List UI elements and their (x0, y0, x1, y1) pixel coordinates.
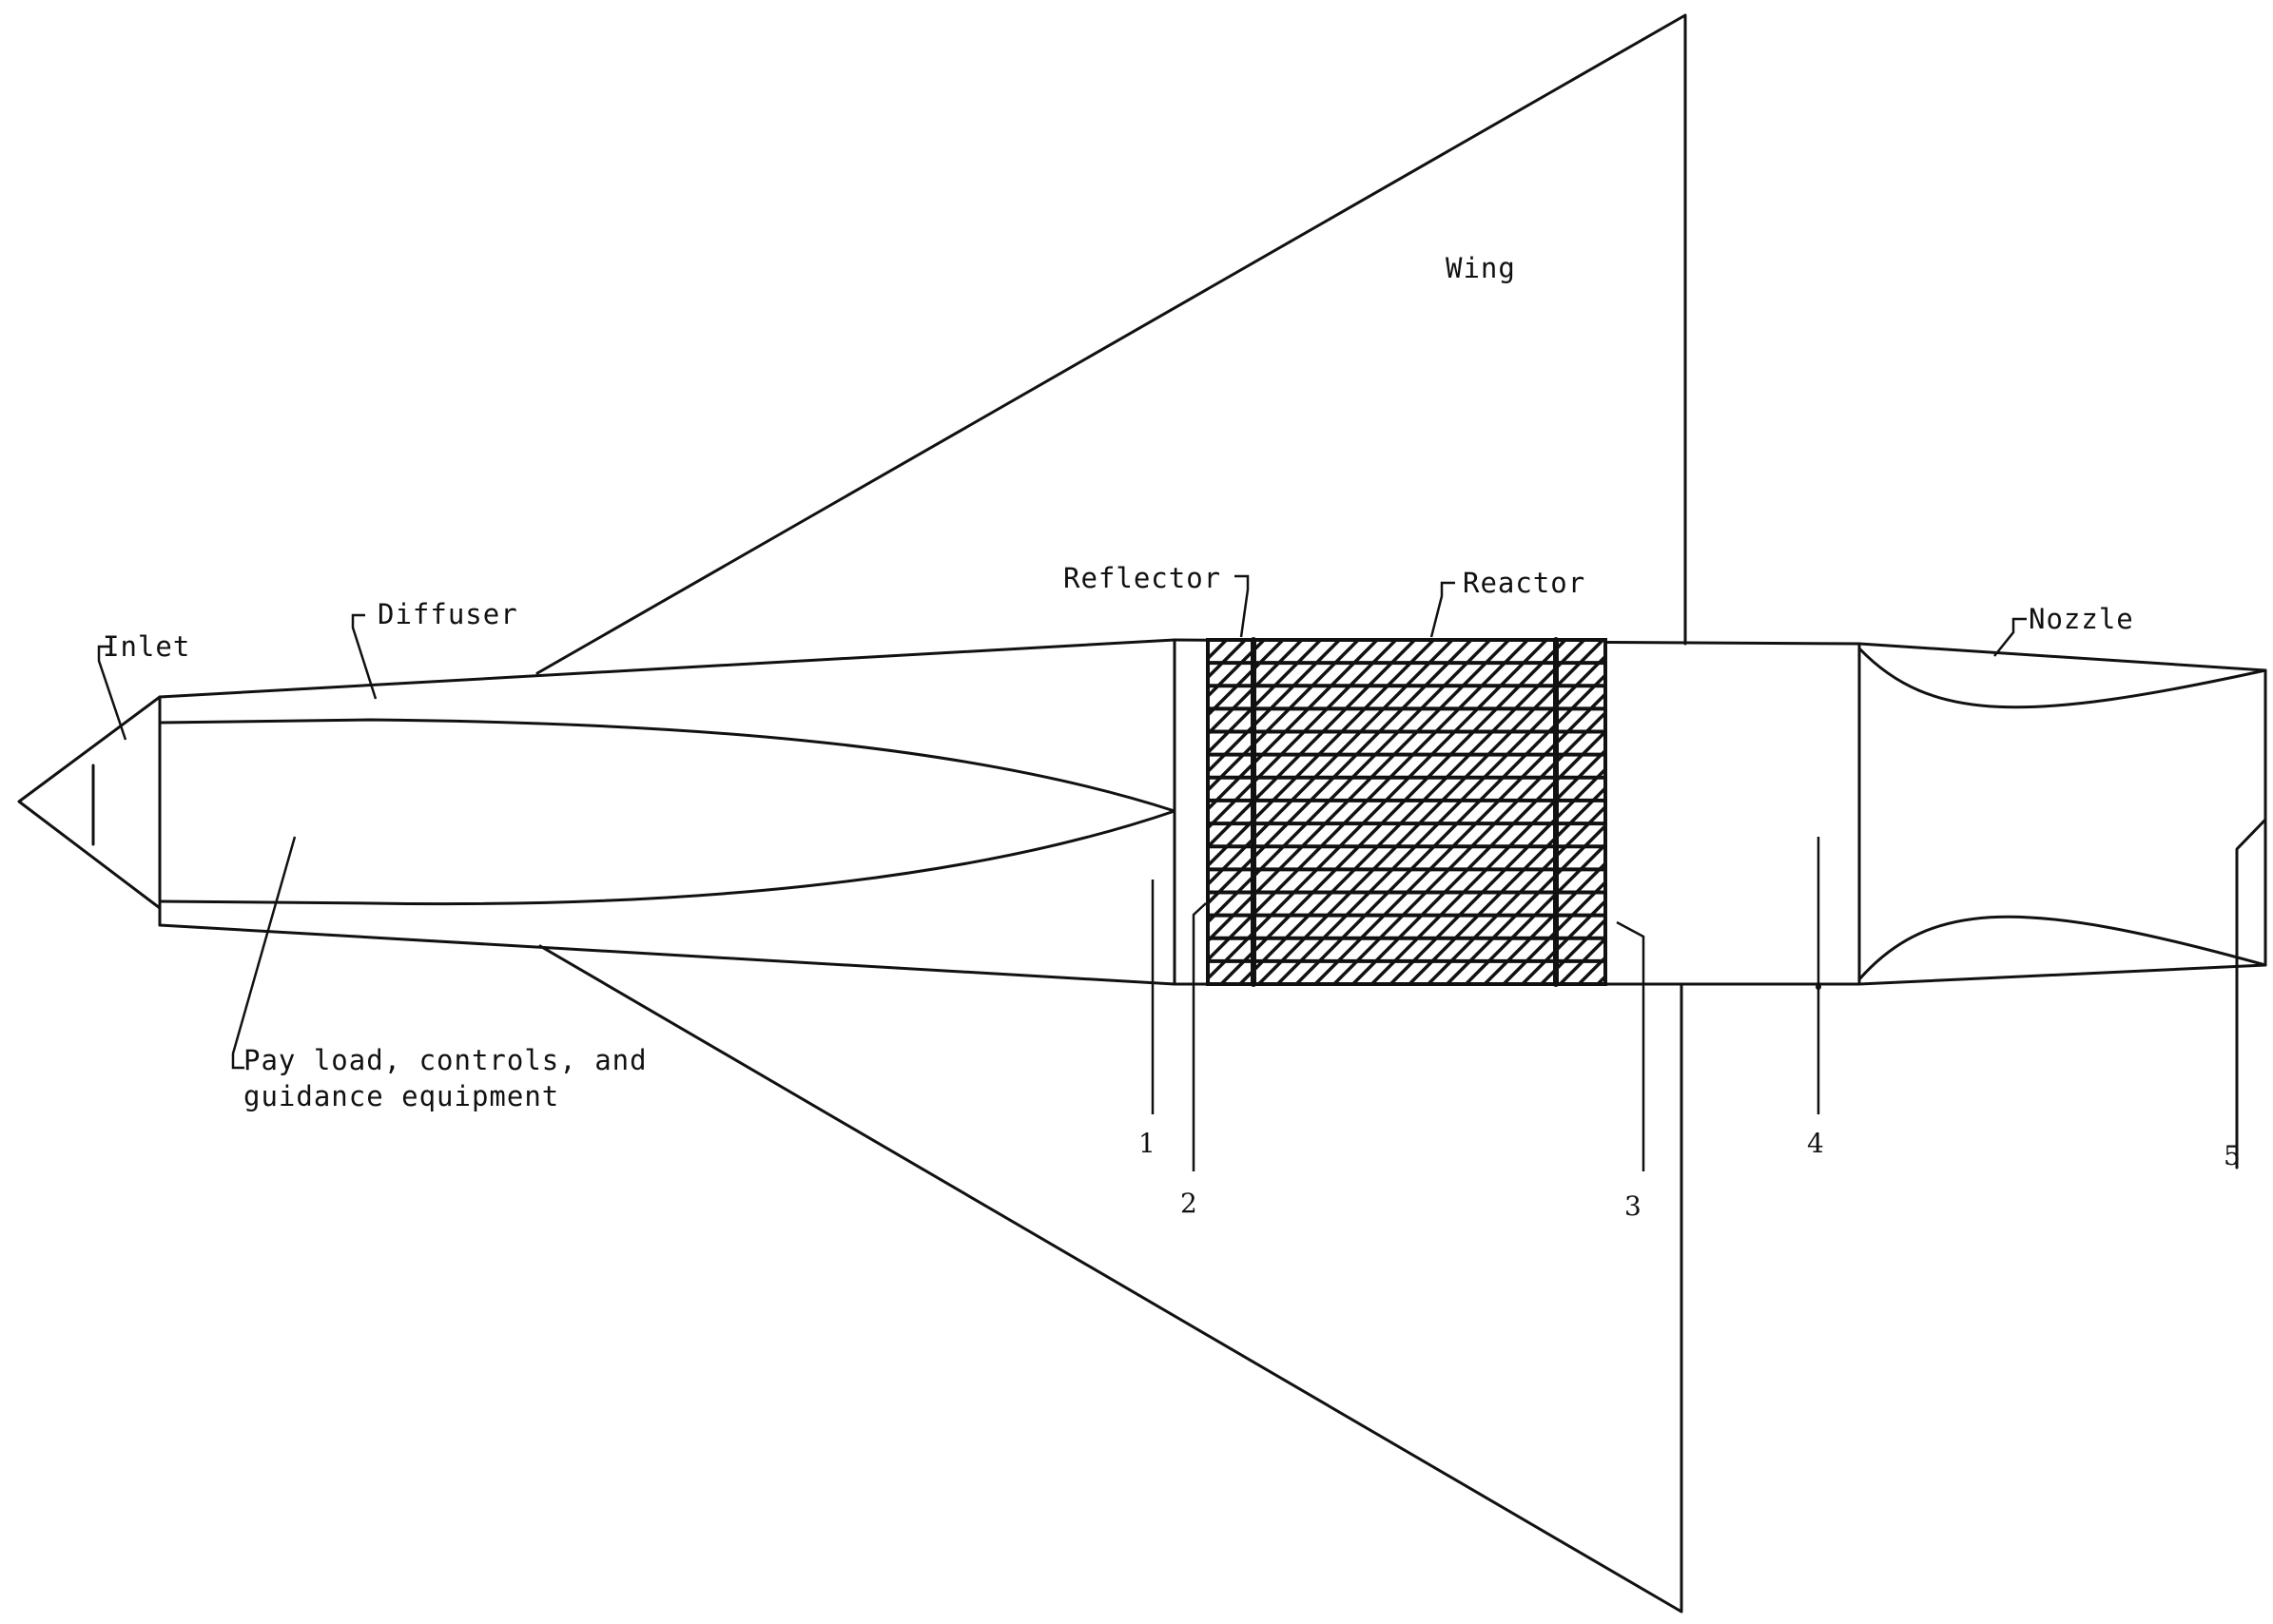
station-1-label: 1 (1138, 1128, 1156, 1159)
reactor-core (1206, 638, 1607, 986)
diffuser-label: Diffuser (378, 598, 518, 630)
reactor-section (1173, 637, 1607, 987)
nozzle (1857, 642, 2267, 1170)
wing (535, 13, 1687, 1614)
station-2-label: 2 (1180, 1188, 1198, 1219)
station-4-label: 4 (1807, 1128, 1825, 1159)
station-5-label: 5 (2224, 1140, 2242, 1171)
wing-label: Wing (1446, 252, 1516, 284)
inlet-label: Inlet (103, 630, 190, 663)
payload-label-line2: guidance equipment (243, 1080, 559, 1112)
payload-label-line1: Pay load, controls, and (243, 1044, 648, 1076)
station-3-label: 3 (1624, 1190, 1642, 1222)
diffuser-centerbody (158, 718, 1176, 906)
nozzle-label: Nozzle (2029, 603, 2134, 635)
inlet-spike (17, 695, 162, 910)
station-lines (1151, 837, 1821, 1171)
label-leaders (97, 574, 2027, 1070)
reflector-label: Reflector (1063, 562, 1221, 594)
reactor-label: Reactor (1463, 567, 1585, 599)
